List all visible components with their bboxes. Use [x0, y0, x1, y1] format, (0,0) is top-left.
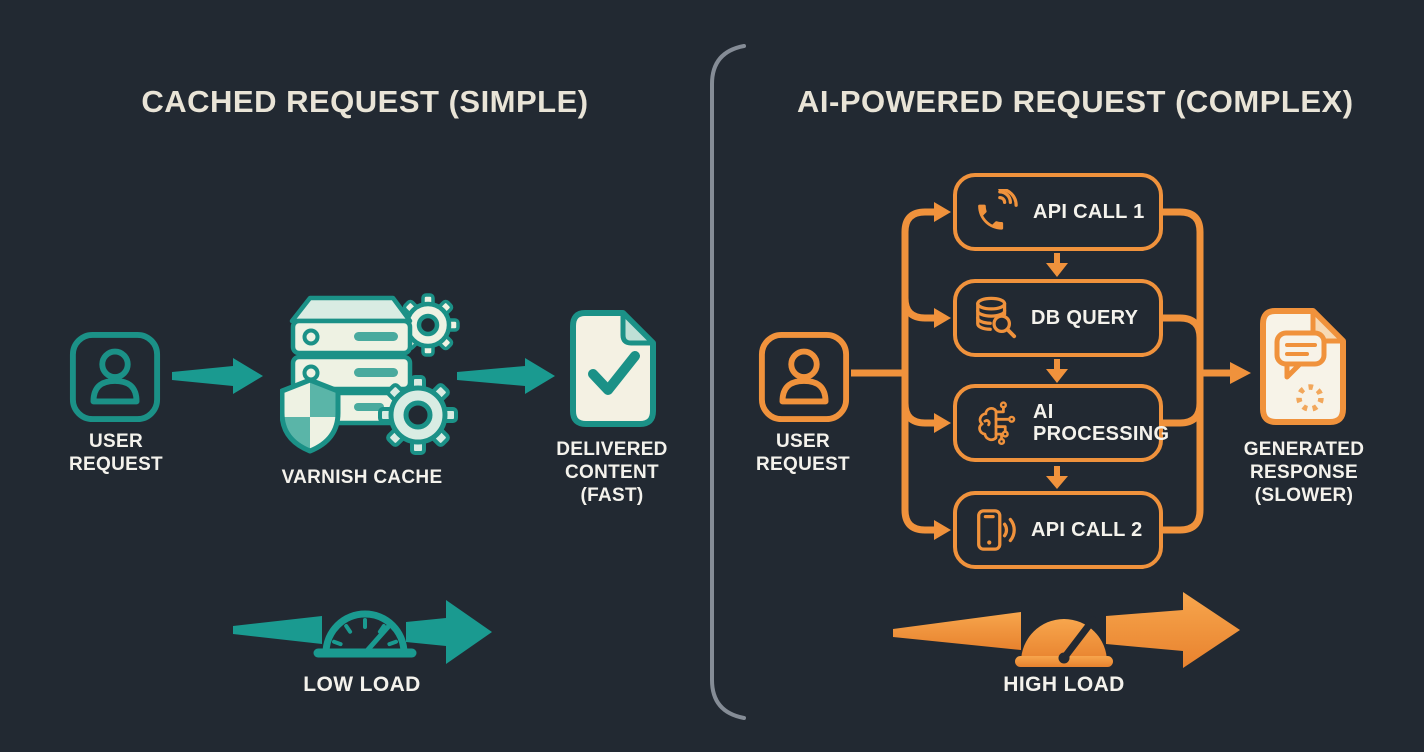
phone-call-icon [978, 189, 1018, 230]
step-label: API CALL 2 [1031, 518, 1143, 541]
fanout-arrowheads [934, 202, 951, 540]
speedometer-icon [1015, 616, 1113, 667]
low-load-label: LOW LOAD [303, 673, 421, 696]
right-panel-title: AI-POWERED REQUEST (COMPLEX) [797, 84, 1354, 119]
speedometer-icon [313, 610, 417, 658]
high-load-label: HIGH LOAD [1003, 673, 1125, 696]
user-request-node-right [757, 330, 851, 424]
document-response-icon [1260, 308, 1346, 425]
document-check-icon [570, 310, 656, 427]
flow-arrow-user-to-cache [172, 358, 263, 394]
check-icon [588, 351, 640, 395]
shield-icon [279, 377, 341, 454]
high-load-arrow [893, 592, 1240, 668]
flow-arrow-cache-to-content [457, 358, 555, 394]
varnish-cache-node [279, 285, 470, 465]
step-box-db-query: DB QUERY [953, 279, 1163, 357]
user-request-node-left [68, 330, 162, 424]
delivered-content-label: DELIVERED CONTENT (FAST) [556, 439, 668, 507]
chat-bubble-icon [1274, 330, 1327, 380]
gear-icon [396, 293, 460, 357]
delivered-content-node [563, 308, 663, 430]
smartphone-signal-icon [977, 509, 1016, 551]
low-load-arrow [233, 600, 492, 664]
server-cache-icon [279, 293, 460, 455]
step-label: DB QUERY [1031, 306, 1139, 329]
ai-brain-icon [978, 401, 1016, 446]
response-fanin-connectors [1163, 208, 1230, 534]
panel-divider [710, 44, 746, 720]
step-box-api-call-2: API CALL 2 [953, 491, 1163, 569]
step-label: API CALL 1 [1033, 200, 1145, 223]
generated-response-label: GENERATED RESPONSE (SLOWER) [1243, 439, 1365, 507]
request-fanout-connectors [851, 208, 936, 534]
user-request-label-left: USER REQUEST [69, 431, 163, 476]
varnish-cache-label: VARNISH CACHE [281, 467, 443, 488]
user-icon [69, 331, 161, 423]
user-icon [758, 331, 850, 423]
step-box-api-call-1: API CALL 1 [953, 173, 1163, 251]
step-label: AI PROCESSING [1033, 400, 1170, 445]
step-box-ai-processing: AI PROCESSING [953, 384, 1170, 462]
user-request-label-right: USER REQUEST [756, 431, 850, 476]
left-panel-title: CACHED REQUEST (SIMPLE) [141, 84, 589, 119]
loading-spinner-icon [1296, 384, 1324, 412]
database-search-icon [976, 296, 1017, 339]
fanin-arrowhead [1230, 362, 1251, 384]
gear-icon [378, 375, 458, 455]
generated-response-node [1253, 306, 1353, 428]
